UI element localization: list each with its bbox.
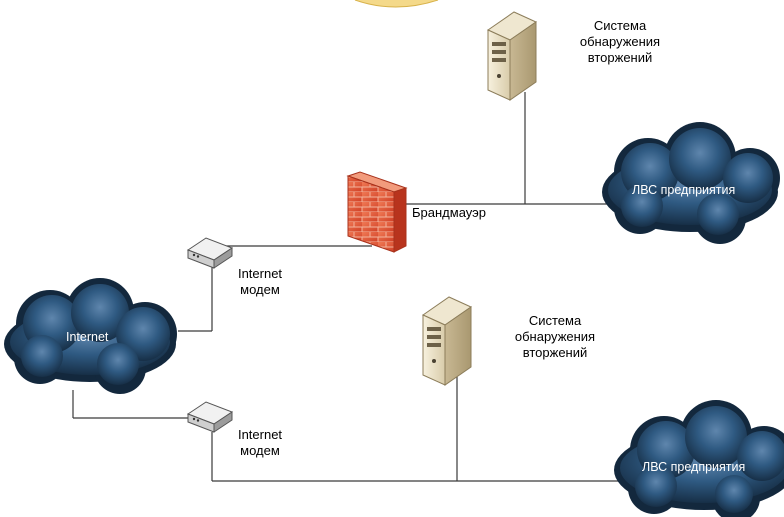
modem-bottom-label-line1: Internet xyxy=(237,427,283,442)
modem-top-label-line1: Internet xyxy=(237,266,283,281)
modem-bottom-label-line2: модем xyxy=(240,443,280,458)
cloud-icon xyxy=(614,400,784,517)
connections xyxy=(72,92,640,482)
ids-top-label-line1: Система xyxy=(593,18,647,33)
internet-cloud-label: Internet xyxy=(66,330,109,344)
emblem-fragment xyxy=(354,0,439,8)
ids-top-label: Система обнаружения вторжений xyxy=(565,18,675,66)
modem-bottom-label: Internet модем xyxy=(225,427,295,459)
ids-bottom-label-line3: вторжений xyxy=(522,345,588,360)
server-icon xyxy=(486,11,538,101)
modem-icon xyxy=(186,401,234,433)
modem-icon xyxy=(186,237,234,269)
modem-top-label-line2: модем xyxy=(240,282,280,297)
server-icon xyxy=(421,296,473,386)
ids-bottom-label-line2: обнаружения xyxy=(514,329,596,344)
firewall-icon xyxy=(346,171,408,253)
modem-top-label: Internet модем xyxy=(225,266,295,298)
ids-top-label-line2: обнаружения xyxy=(579,34,661,49)
firewall-label: Брандмауэр xyxy=(412,205,486,221)
firewall-label-text: Брандмауэр xyxy=(412,205,486,220)
lan-bottom-cloud-label: ЛВС предприятия xyxy=(642,460,746,474)
ids-top-label-line3: вторжений xyxy=(587,50,653,65)
ids-bottom-label-line1: Система xyxy=(528,313,582,328)
cloud-icon xyxy=(602,122,780,244)
ids-bottom-label: Система обнаружения вторжений xyxy=(500,313,610,361)
lan-top-cloud-label: ЛВС предприятия xyxy=(632,183,736,197)
cloud-icon xyxy=(4,278,177,394)
